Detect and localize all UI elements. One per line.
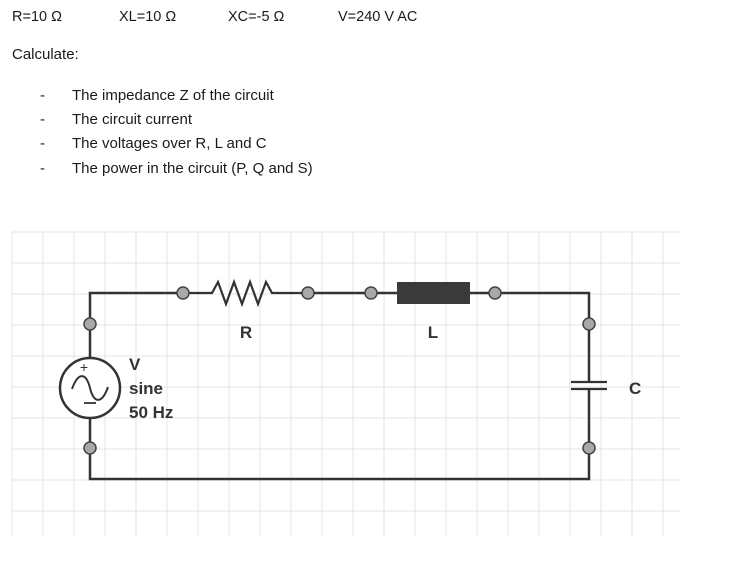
wire-top-left [88, 291, 183, 324]
bullet-dash: - [40, 110, 45, 128]
task-item: - The power in the circuit (P, Q and S) [40, 156, 313, 180]
terminal-dot [582, 441, 596, 455]
calculate-heading: Calculate: [12, 46, 79, 63]
circuit-wires [88, 291, 591, 481]
task-item: - The impedance Z of the circuit [40, 83, 313, 107]
given-capacitive-reactance: XC=-5 Ω [228, 9, 285, 25]
terminal-dot [301, 286, 315, 300]
task-list: - The impedance Z of the circuit - The cir… [40, 83, 313, 180]
task-item: - The circuit current [40, 107, 313, 131]
task-voltages: The voltages over R, L and C [72, 135, 267, 153]
task-impedance: The impedance Z of the circuit [72, 86, 274, 104]
terminal-dot [582, 317, 596, 331]
given-voltage: V=240 V AC [338, 9, 418, 25]
bullet-dash: - [40, 159, 45, 177]
sine-wave-icon [71, 375, 109, 401]
terminal-dot [83, 317, 97, 331]
task-current: The circuit current [72, 110, 193, 128]
terminals [83, 286, 596, 455]
wire-bottom [88, 418, 591, 481]
terminal-dot [83, 441, 97, 455]
terminal-dot [488, 286, 502, 300]
task-item: - The voltages over R, L and C [40, 132, 313, 156]
task-power: The power in the circuit (P, Q and S) [72, 159, 313, 177]
wire-right [495, 291, 591, 382]
terminal-dot [364, 286, 378, 300]
given-inductive-reactance: XL=10 Ω [119, 9, 177, 25]
terminal-dot [176, 286, 190, 300]
capacitor-label: C [629, 379, 641, 398]
source-label: V [129, 355, 141, 374]
inductor-symbol [397, 282, 470, 304]
bullet-dash: - [40, 135, 45, 153]
given-resistance: R=10 Ω [12, 9, 62, 25]
inductor-label: L [428, 323, 438, 342]
source-plus-sign: + [80, 359, 88, 375]
source-type-label: sine [129, 379, 163, 398]
resistor-label: R [240, 323, 252, 342]
source-frequency-label: 50 Hz [129, 403, 173, 422]
bullet-dash: - [40, 86, 45, 104]
resistor-symbol [183, 278, 308, 308]
